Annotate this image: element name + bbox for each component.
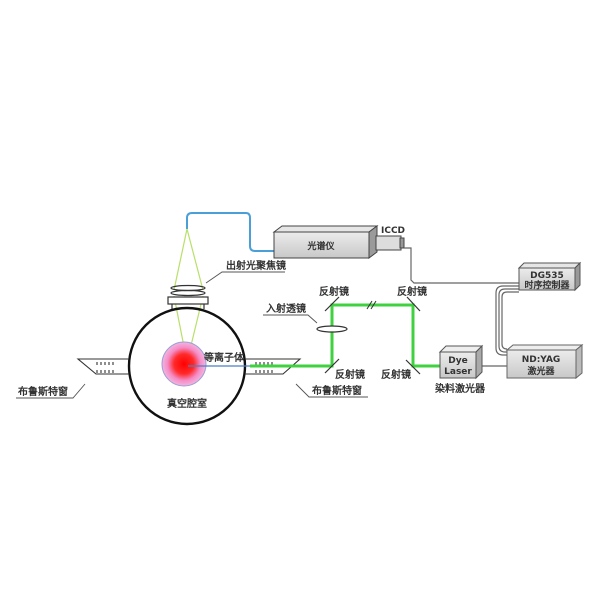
dye-laser-label: 染料激光器 [434,382,486,395]
dg535-model-label: DG535 [530,271,564,281]
beam-break-mark [366,300,377,310]
ndyag-laser: ND:YAG 激光器 [505,343,584,380]
optical-fiber [186,212,274,252]
dg535-name-label: 时序控制器 [524,279,570,291]
trigger-cables-ndyag [495,285,519,356]
iccd-label: ICCD [381,226,405,236]
mirror-label-bottom-right: 反射镜 [381,368,411,381]
focus-lens [167,284,209,309]
mirrors [324,296,421,375]
incident-lens-label: 入射透镜 [266,302,306,315]
spectrometer: 光谱仪 [272,225,379,259]
ndyag-model-label: ND:YAG [522,355,561,365]
dye-label-line2: Laser [444,367,472,377]
ndyag-name-label: 激光器 [527,365,555,377]
mirror-label-top-right: 反射镜 [397,285,427,298]
dye-label-line1: Dye [448,356,467,366]
plasma-label: 等离子体 [204,351,245,364]
trigger-cable-iccd [404,247,519,284]
mirror-label-top-left: 反射镜 [319,285,349,298]
spectrometer-label: 光谱仪 [306,240,335,252]
mirror-label-bottom-left: 反射镜 [335,368,365,381]
laser-beam-path [250,303,440,368]
brewster-window-left [76,358,129,375]
plasma [161,341,207,387]
dg535-timing-controller: DG535 时序控制器 [517,261,582,292]
incident-lens [316,325,348,333]
brewster-left-label: 布鲁斯特窗 [18,385,68,398]
leader-lines [16,271,368,399]
dye-laser: Dye Laser [438,344,484,380]
chamber-label: 真空腔室 [167,397,207,410]
brewster-right-label: 布鲁斯特窗 [312,384,362,397]
iccd-camera: ICCD [375,226,405,251]
focus-lens-label: 出射光聚焦镜 [226,259,286,272]
